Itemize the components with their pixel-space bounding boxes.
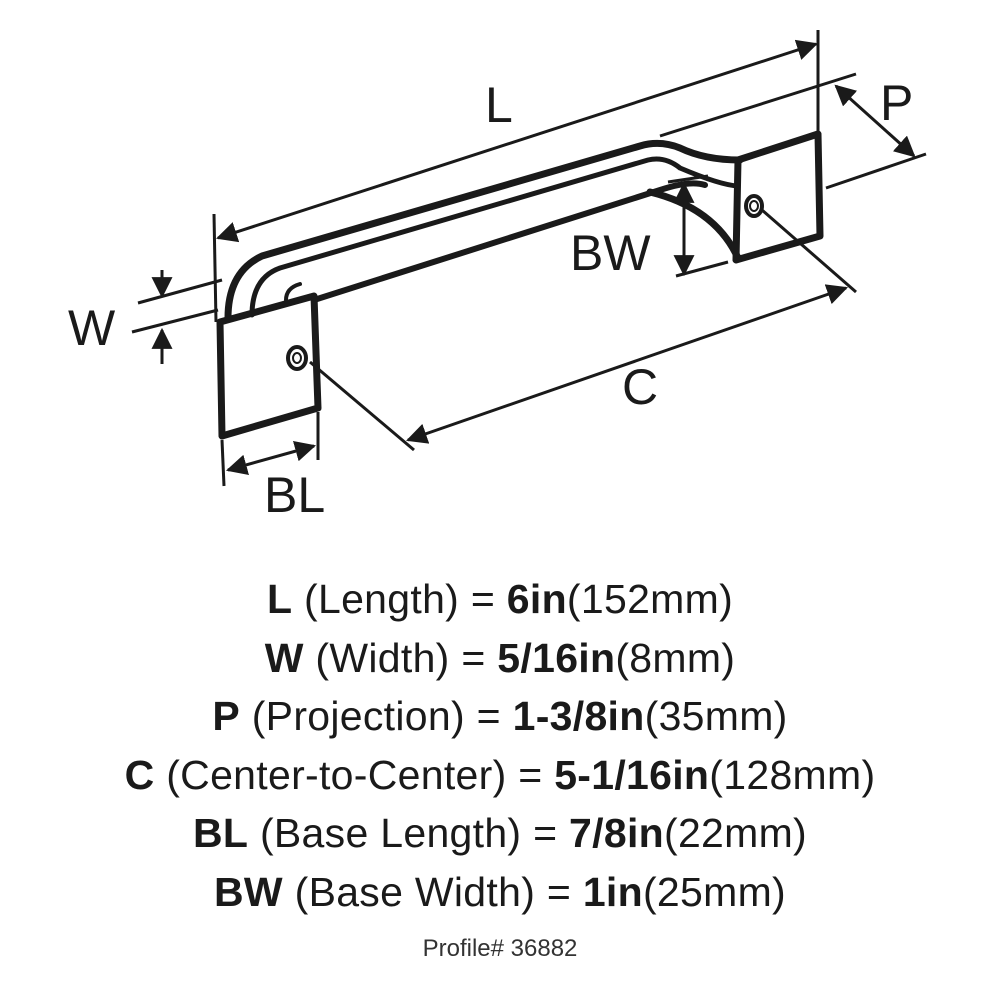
- BW-extension-top: [667, 174, 709, 184]
- profile-number: Profile# 36882: [422, 935, 578, 962]
- spec-equals: =: [533, 810, 558, 856]
- spec-imperial-value: 1in: [582, 868, 643, 915]
- C-dimension-line: [406, 284, 848, 444]
- P-dimension-line: [834, 84, 916, 158]
- spec-name: (Center-to-Center): [166, 751, 507, 798]
- spec-metric-value: (22mm): [663, 810, 808, 856]
- spec-imperial-value: 5-1/16in: [554, 751, 710, 798]
- label-BL: BL: [264, 467, 325, 523]
- spec-code: W: [264, 634, 304, 681]
- label-C: C: [622, 359, 658, 415]
- spec-metric-value: (152mm): [566, 576, 734, 622]
- label-W: W: [68, 300, 116, 356]
- L-dimension-line: [216, 39, 818, 243]
- handle-right-leg: [646, 188, 742, 262]
- spec-line: BW (Base Width) = 1in(25mm): [0, 863, 1000, 922]
- spec-name: (Length): [304, 576, 460, 622]
- BL-extension-left: [220, 439, 226, 487]
- left-base-plate: [216, 292, 322, 440]
- handle-top-edge: [224, 139, 744, 322]
- spec-line: L (Length) = 6in(152mm): [0, 570, 1000, 629]
- label-P: P: [880, 75, 913, 131]
- spec-imperial-value: 7/8in: [569, 810, 664, 856]
- P-extension-top: [659, 72, 857, 138]
- BL-dimension-line: [225, 440, 317, 476]
- spec-equals: =: [470, 576, 496, 622]
- spec-equals: =: [518, 751, 543, 798]
- C-extension-right: [761, 208, 857, 294]
- spec-metric-value: (25mm): [642, 868, 786, 915]
- spec-code: L: [266, 576, 293, 622]
- C-extension-left: [309, 360, 415, 452]
- spec-equals: =: [476, 693, 501, 739]
- left-screw-hole-inner: [292, 352, 302, 364]
- spec-name: (Projection): [251, 693, 465, 739]
- spec-imperial-value: 5/16in: [497, 634, 616, 681]
- spec-metric-value: (128mm): [709, 751, 876, 798]
- spec-list: L (Length) = 6in(152mm)W (Width) = 5/16i…: [0, 570, 1000, 921]
- spec-line: W (Width) = 5/16in(8mm): [0, 629, 1000, 688]
- spec-imperial-value: 6in: [506, 576, 567, 622]
- spec-name: (Base Length): [259, 810, 522, 856]
- L-extension-left: [212, 213, 218, 323]
- handle-left-curve: [284, 282, 302, 302]
- P-extension-bottom: [825, 152, 927, 190]
- label-BW: BW: [570, 225, 651, 281]
- W-extension-bottom: [131, 308, 219, 334]
- spec-imperial-value: 1-3/8in: [512, 693, 645, 739]
- spec-line: P (Projection) = 1-3/8in(35mm): [0, 687, 1000, 746]
- handle-drawing: [216, 130, 824, 440]
- dimension-lines: [131, 30, 927, 487]
- spec-equals: =: [461, 634, 486, 681]
- label-L: L: [485, 77, 513, 133]
- spec-name: (Width): [315, 634, 450, 681]
- spec-metric-value: (35mm): [644, 693, 788, 739]
- pull-handle-diagram: L P BW W C BL: [68, 30, 927, 523]
- spec-code: P: [212, 693, 241, 739]
- spec-code: BW: [213, 868, 283, 915]
- spec-code: C: [124, 751, 155, 798]
- W-extension-top: [137, 278, 223, 305]
- dimension-labels: L P BW W C BL: [68, 75, 913, 523]
- spec-line: C (Center-to-Center) = 5-1/16in(128mm): [0, 746, 1000, 805]
- spec-equals: =: [546, 868, 572, 915]
- spec-line: BL (Base Length) = 7/8in(22mm): [0, 804, 1000, 863]
- spec-code: BL: [192, 810, 249, 856]
- spec-metric-value: (8mm): [615, 634, 736, 681]
- left-screw-hole: [286, 345, 308, 371]
- spec-name: (Base Width): [294, 868, 536, 915]
